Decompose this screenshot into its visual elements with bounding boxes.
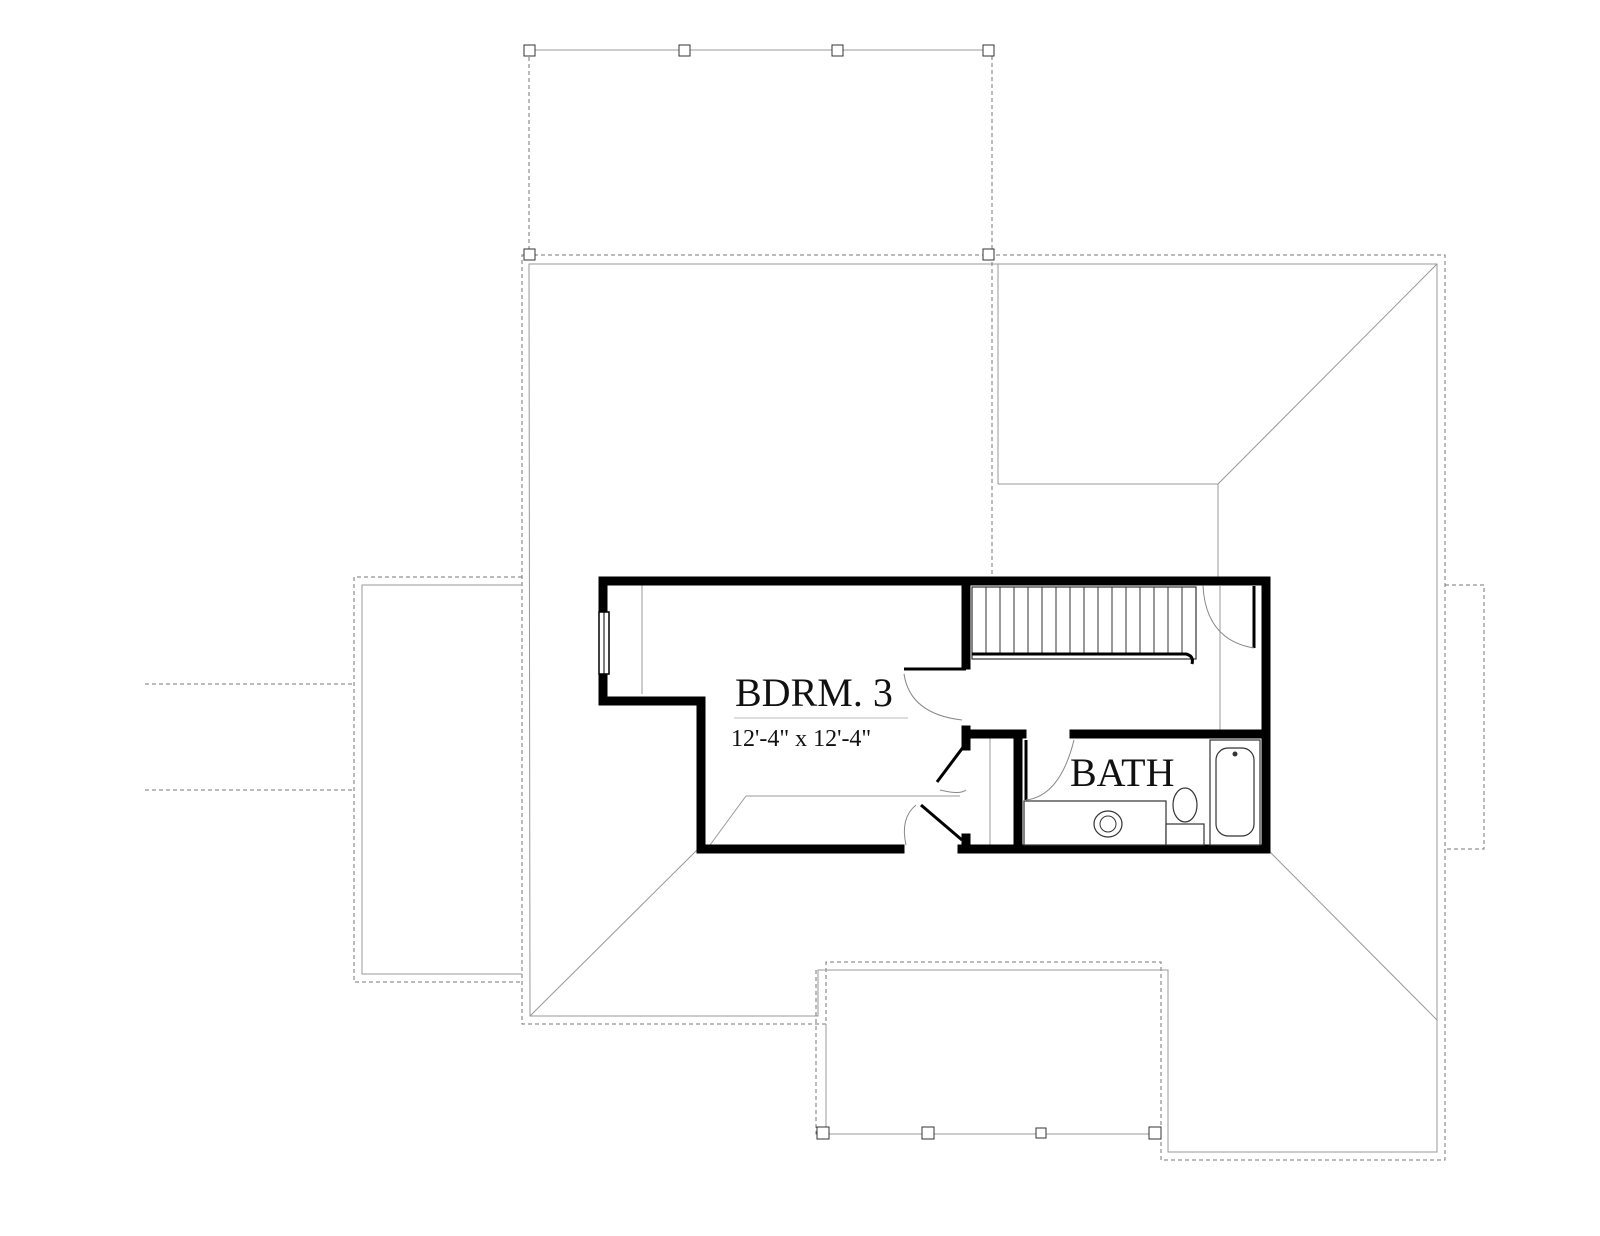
bedroom-window	[598, 611, 610, 675]
bathtub-icon	[1209, 739, 1261, 846]
porch-posts	[523, 44, 1162, 1140]
bedroom-name: BDRM. 3	[735, 670, 893, 715]
bedroom-dimensions: 12'-4" x 12'-4"	[731, 726, 871, 752]
sink-icon	[1093, 810, 1123, 838]
roof-outline	[145, 49, 1485, 1161]
bath-fixtures	[1023, 739, 1261, 846]
toilet-icon	[1165, 787, 1205, 846]
bath-name: BATH	[1070, 750, 1174, 795]
staircase	[971, 586, 1197, 665]
doors	[903, 585, 1256, 846]
room-labels: BDRM. 3 12'-4" x 12'-4" BATH	[731, 670, 1174, 795]
